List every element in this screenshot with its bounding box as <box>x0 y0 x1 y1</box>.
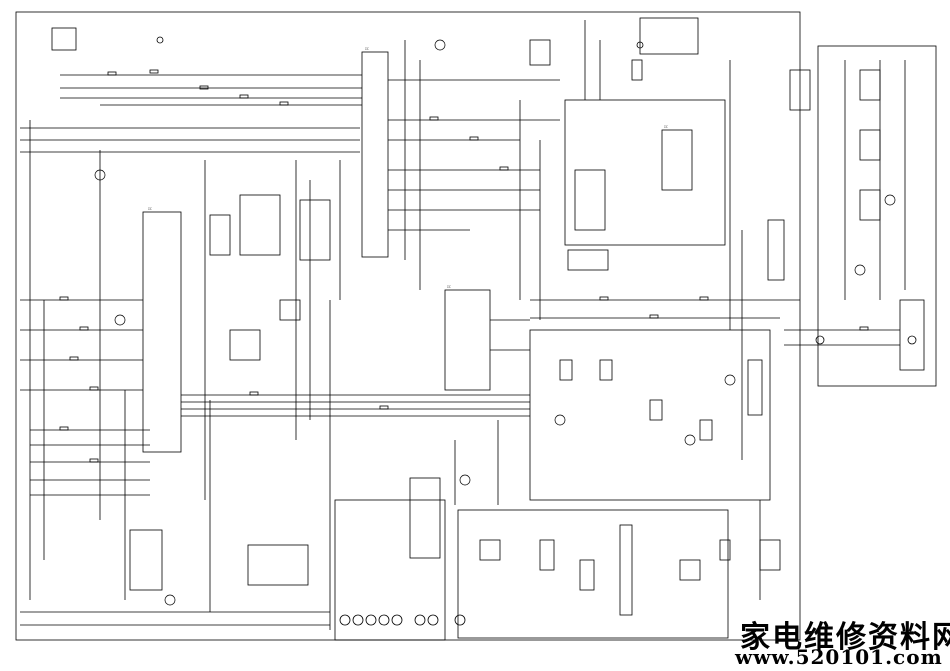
ic-memory <box>129 529 163 591</box>
watermark-url: www.520101.com <box>735 645 943 669</box>
ic-vertical <box>247 544 309 586</box>
svg-text:IC: IC <box>664 125 668 129</box>
deflection-frame <box>529 329 771 501</box>
flyback-transformer <box>747 359 763 416</box>
switch-transformer <box>619 524 633 616</box>
schematic-frame <box>15 11 801 641</box>
av-input-frame <box>334 499 446 641</box>
ic-sound <box>661 129 693 191</box>
ic-video-processor <box>361 51 389 258</box>
ic-main-processor <box>142 211 182 453</box>
small-ic-frame <box>51 27 77 51</box>
power-supply-frame <box>457 509 729 639</box>
svg-text:IC: IC <box>365 47 369 51</box>
svg-text:IC: IC <box>447 285 451 289</box>
ic-micro-controller <box>444 289 491 391</box>
sound-processor-frame <box>564 99 726 246</box>
watermark-title: 家电维修资料网 <box>740 620 950 655</box>
svg-text:IC: IC <box>148 207 152 211</box>
deflection-yoke <box>767 219 785 281</box>
crt-board-frame <box>817 45 937 387</box>
ic-audio-amp <box>567 249 609 271</box>
crt-socket <box>899 299 925 371</box>
ic-av-switch <box>409 477 441 559</box>
tuner-frame <box>639 17 699 55</box>
